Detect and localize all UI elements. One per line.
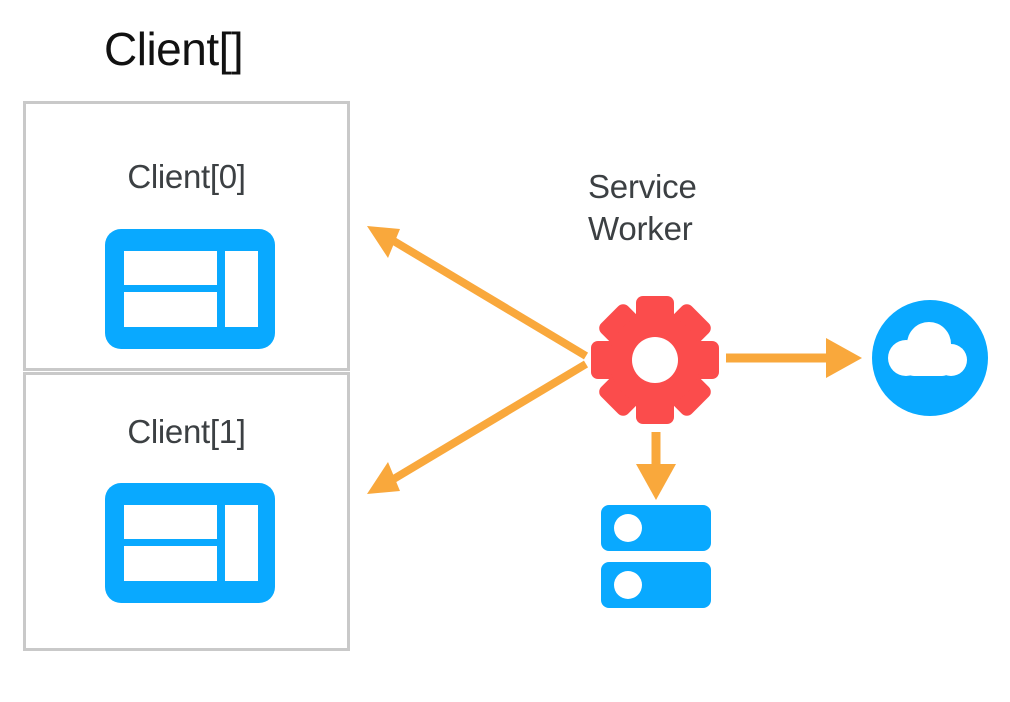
browser-pane-bottom-left [124, 292, 217, 327]
client-card-0[interactable]: Client[0] [23, 101, 350, 371]
browser-pane-top-left [124, 505, 217, 539]
service-worker-label: Service Worker [588, 168, 697, 248]
connector-service-worker-to-client-0 [367, 226, 589, 360]
connector-service-worker-to-client-1 [367, 360, 589, 494]
browser-window-icon [105, 483, 275, 603]
connector-service-worker-to-network [726, 338, 862, 378]
browser-window-icon [105, 229, 275, 349]
database-icon [601, 505, 711, 608]
client-label-1: Client[1] [127, 413, 246, 450]
browser-pane-bottom-left [124, 546, 217, 581]
gear-icon [591, 296, 719, 424]
client-card-1[interactable]: Client[1] [23, 372, 350, 651]
page-title: Client[] [104, 23, 244, 75]
cloud-icon [872, 300, 988, 416]
browser-pane-right [225, 505, 258, 581]
browser-pane-top-left [124, 251, 217, 285]
connector-service-worker-to-storage [636, 432, 676, 500]
browser-pane-right [225, 251, 258, 327]
client-label-0: Client[0] [127, 158, 246, 195]
